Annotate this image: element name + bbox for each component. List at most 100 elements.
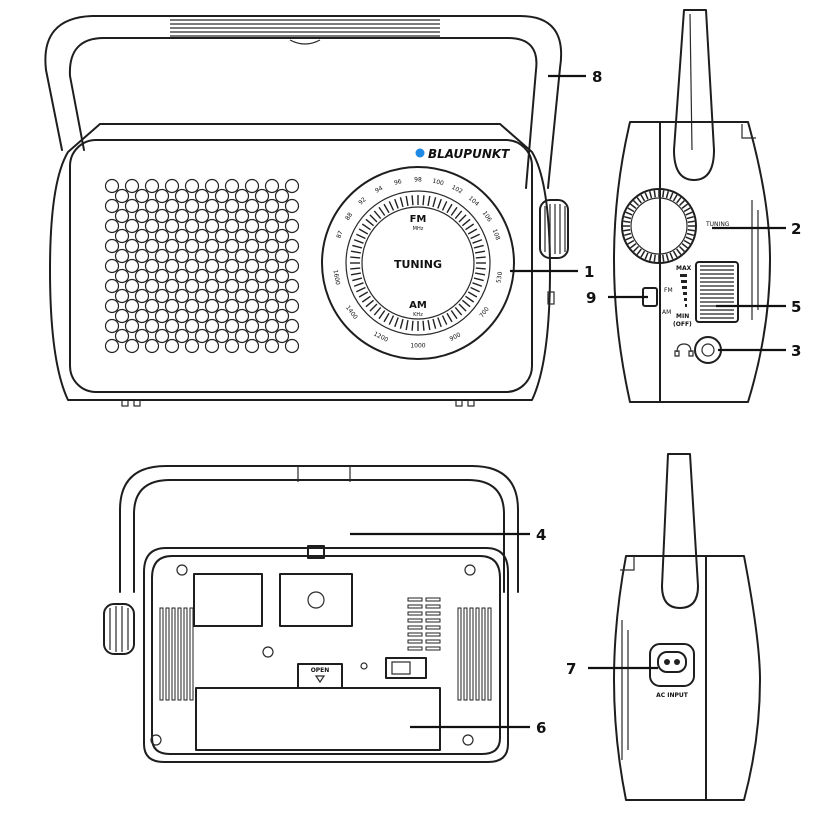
grille-hole (104, 238, 120, 254)
grille-hole (104, 178, 120, 194)
battery-door (195, 687, 441, 751)
am-scale-label: 530 (495, 271, 504, 284)
grille-hole (244, 318, 260, 334)
grille-hole (204, 278, 220, 294)
am-scale-label: 1000 (410, 343, 425, 350)
grille-hole (274, 188, 290, 204)
headphone-icon (674, 343, 694, 357)
grille-hole (224, 318, 240, 334)
back-ac-switch-knob (391, 661, 411, 675)
grille-hole (114, 248, 130, 264)
grille-hole (134, 208, 150, 224)
grille-hole (254, 328, 270, 344)
speaker-grille (104, 178, 300, 354)
knob-tooth (648, 191, 653, 199)
grille-hole (274, 288, 290, 304)
back-vent (425, 611, 441, 616)
dial-tick (458, 303, 467, 312)
grille-hole (194, 248, 210, 264)
back-body-outer (143, 547, 509, 763)
dial-tick (427, 195, 431, 207)
back-handle-bracket (297, 466, 351, 482)
grille-hole (254, 188, 270, 204)
knob-tooth (625, 236, 633, 241)
fm-scale-label: 92 (357, 196, 367, 206)
headphone-jack-hole (701, 343, 715, 357)
knob-tooth (669, 252, 674, 260)
grille-hole (124, 298, 140, 314)
dial-tick (361, 223, 371, 231)
dial-tick (474, 272, 486, 276)
grille-hole (284, 238, 300, 254)
volume-wheel-ridges (700, 265, 734, 319)
grille-hole (284, 278, 300, 294)
grille-hole (104, 298, 120, 314)
grille-hole (214, 228, 230, 244)
grille-hole (194, 268, 210, 284)
side-clip (741, 124, 756, 139)
grille-hole (284, 318, 300, 334)
grille-hole (264, 258, 280, 274)
back-vent (407, 618, 423, 623)
grille-hole (264, 178, 280, 194)
grille-hole (144, 218, 160, 234)
grille-hole (224, 178, 240, 194)
knob-tooth (636, 248, 642, 256)
grille-hole (104, 258, 120, 274)
back-tuning-knob (103, 603, 135, 655)
dial-tick (422, 320, 425, 331)
grille-hole (144, 278, 160, 294)
grille-hole (164, 298, 180, 314)
grille-hole (134, 248, 150, 264)
grille-hole (244, 218, 260, 234)
knob-tooth (685, 236, 693, 241)
knob-tooth (676, 196, 682, 204)
grille-hole (274, 248, 290, 264)
back-label-area (193, 573, 263, 627)
grille-hole (114, 308, 130, 324)
dial-inner-ring (361, 206, 475, 320)
grille-hole (104, 218, 120, 234)
grille-hole (124, 258, 140, 274)
grille-hole (214, 308, 230, 324)
grille-hole (254, 308, 270, 324)
grille-hole (204, 198, 220, 214)
grille-hole (264, 218, 280, 234)
dial-tick (358, 228, 369, 235)
side-rear-ridge (751, 200, 759, 320)
grille-hole (214, 288, 230, 304)
volume-min-label: MIN (676, 313, 689, 320)
grille-hole (184, 298, 200, 314)
vent-slot (159, 607, 164, 701)
grille-hole (114, 268, 130, 284)
vent-slot (183, 607, 188, 701)
dial-tick (378, 310, 386, 320)
grille-hole (154, 228, 170, 244)
grille-hole (124, 218, 140, 234)
front-handle (44, 15, 563, 189)
fm-scale-label: 94 (374, 185, 384, 195)
knob-tooth (629, 203, 637, 209)
headphone-jack (694, 336, 722, 364)
knob-tooth (624, 215, 632, 220)
knob-tooth (678, 245, 685, 252)
dial-am-label: AM (409, 300, 427, 311)
grille-hole (284, 298, 300, 314)
antenna-clip (307, 545, 325, 559)
knob-tooth (624, 232, 632, 237)
dial-tick (432, 318, 437, 329)
back-vent (407, 604, 423, 609)
grille-hole (264, 198, 280, 214)
grille-hole (134, 228, 150, 244)
knob-tooth (662, 254, 665, 262)
grille-hole (114, 188, 130, 204)
knob-tooth (681, 243, 689, 249)
knob-tooth (662, 190, 665, 198)
grille-hole (234, 248, 250, 264)
back-vent (407, 597, 423, 602)
am-scale-label: 1400 (344, 304, 359, 321)
grille-hole (194, 208, 210, 224)
knob-tooth (686, 232, 694, 237)
grille-hole (184, 178, 200, 194)
